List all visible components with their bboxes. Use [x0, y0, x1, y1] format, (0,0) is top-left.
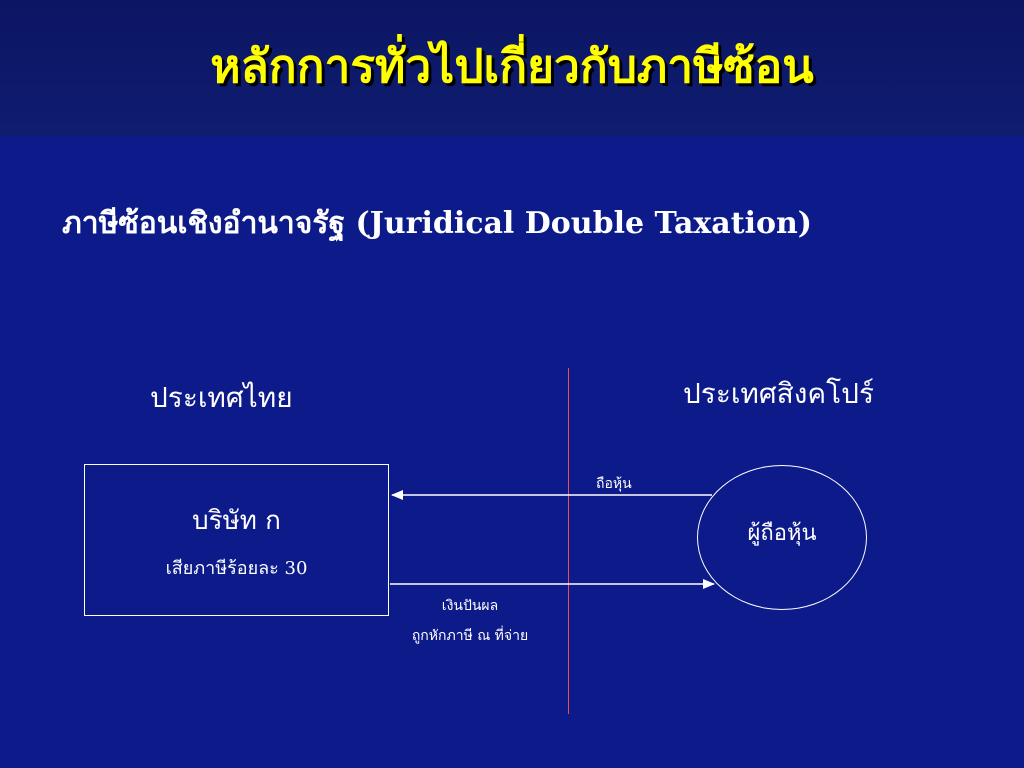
dividend-label: เงินปันผล [441, 598, 499, 614]
withholding-tax-label: ถูกหักภาษี ณ ที่จ่าย [411, 628, 529, 644]
border-divider-line [568, 368, 569, 714]
company-name: บริษัท ก [192, 506, 281, 536]
country-label-thailand: ประเทศไทย [150, 381, 293, 414]
shareholder-node: ผู้ถือหุ้น [697, 465, 867, 610]
slide-subtitle: ภาษีซ้อนเชิงอำนาจรัฐ (Juridical Double T… [62, 206, 812, 241]
holds-shares-label: ถือหุ้น [596, 476, 632, 492]
company-box: บริษัท ก เสียภาษีร้อยละ 30 [84, 464, 389, 616]
header-band [0, 0, 1024, 136]
country-label-singapore: ประเทศสิงคโปร์ [683, 377, 874, 410]
shareholder-label: ผู้ถือหุ้น [747, 521, 817, 546]
company-tax-rate: เสียภาษีร้อยละ 30 [165, 558, 308, 579]
slide-title: หลักการทั่วไปเกี่ยวกับภาษีซ้อน [210, 39, 814, 93]
